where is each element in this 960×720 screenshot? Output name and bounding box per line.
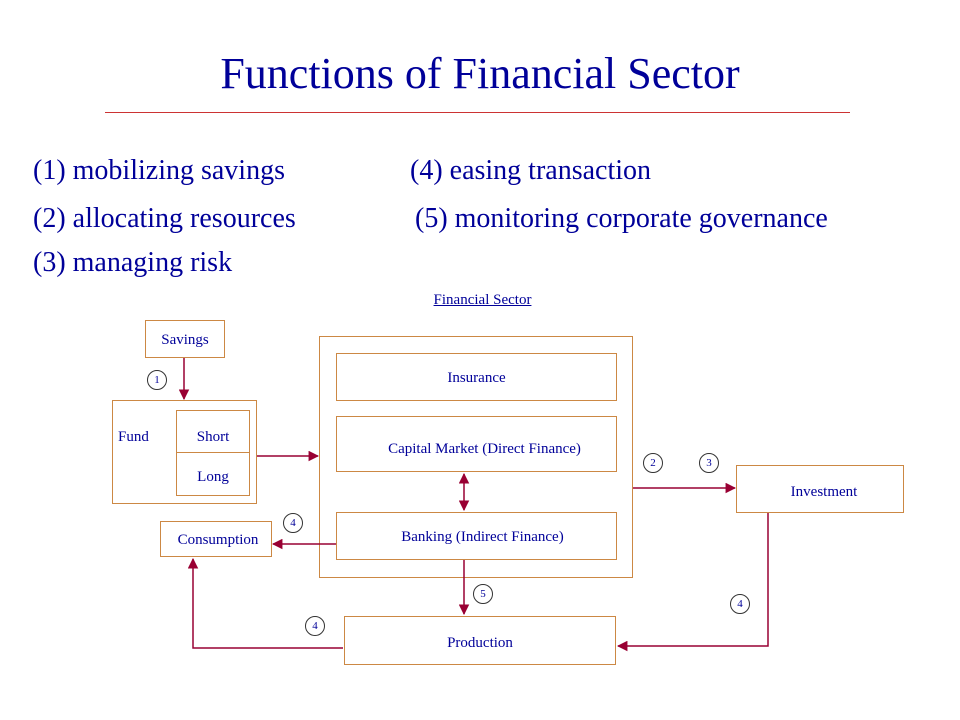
fund-label: Fund bbox=[118, 429, 149, 445]
function-item-1: (1) mobilizing savings bbox=[33, 155, 285, 186]
badge-banking-to-consumption: 4 bbox=[283, 513, 303, 533]
arrow-investment-to-production bbox=[616, 513, 769, 652]
function-item-5: (5) monitoring corporate governance bbox=[415, 203, 828, 234]
insurance-box: Insurance bbox=[336, 353, 617, 401]
badge-consumption-to-production: 4 bbox=[305, 616, 325, 636]
title-divider bbox=[105, 112, 850, 113]
badge-savings-to-fund: 1 bbox=[147, 370, 167, 390]
function-item-3: (3) managing risk bbox=[33, 247, 233, 278]
badge-allocating: 2 bbox=[643, 453, 663, 473]
production-label: Production bbox=[447, 635, 513, 651]
banking-box: Banking (Indirect Finance) bbox=[336, 512, 617, 560]
fund-term-box: Short Long bbox=[176, 410, 250, 496]
badge-investment-to-production: 4 bbox=[730, 594, 750, 614]
financial-sector-label: Financial Sector bbox=[433, 292, 532, 308]
production-box: Production bbox=[344, 616, 616, 665]
investment-box: Investment bbox=[736, 465, 904, 513]
capital-market-label: Capital Market (Direct Finance) bbox=[388, 441, 581, 457]
arrow-consumption-production bbox=[187, 557, 343, 649]
badge-monitoring: 5 bbox=[473, 584, 493, 604]
savings-label: Savings bbox=[161, 332, 209, 348]
capital-market-box: Capital Market (Direct Finance) bbox=[336, 416, 617, 472]
insurance-label: Insurance bbox=[447, 370, 506, 386]
short-label: Short bbox=[196, 429, 230, 445]
fund-term-divider bbox=[176, 452, 250, 453]
consumption-label: Consumption bbox=[177, 532, 259, 548]
function-item-2: (2) allocating resources bbox=[33, 203, 296, 234]
banking-label: Banking (Indirect Finance) bbox=[401, 529, 564, 545]
long-label: Long bbox=[197, 469, 229, 485]
function-item-4: (4) easing transaction bbox=[410, 155, 652, 186]
slide-title: Functions of Financial Sector bbox=[220, 49, 740, 98]
savings-box: Savings bbox=[145, 320, 225, 358]
investment-label: Investment bbox=[790, 484, 858, 500]
consumption-box: Consumption bbox=[160, 521, 272, 557]
badge-risk: 3 bbox=[699, 453, 719, 473]
